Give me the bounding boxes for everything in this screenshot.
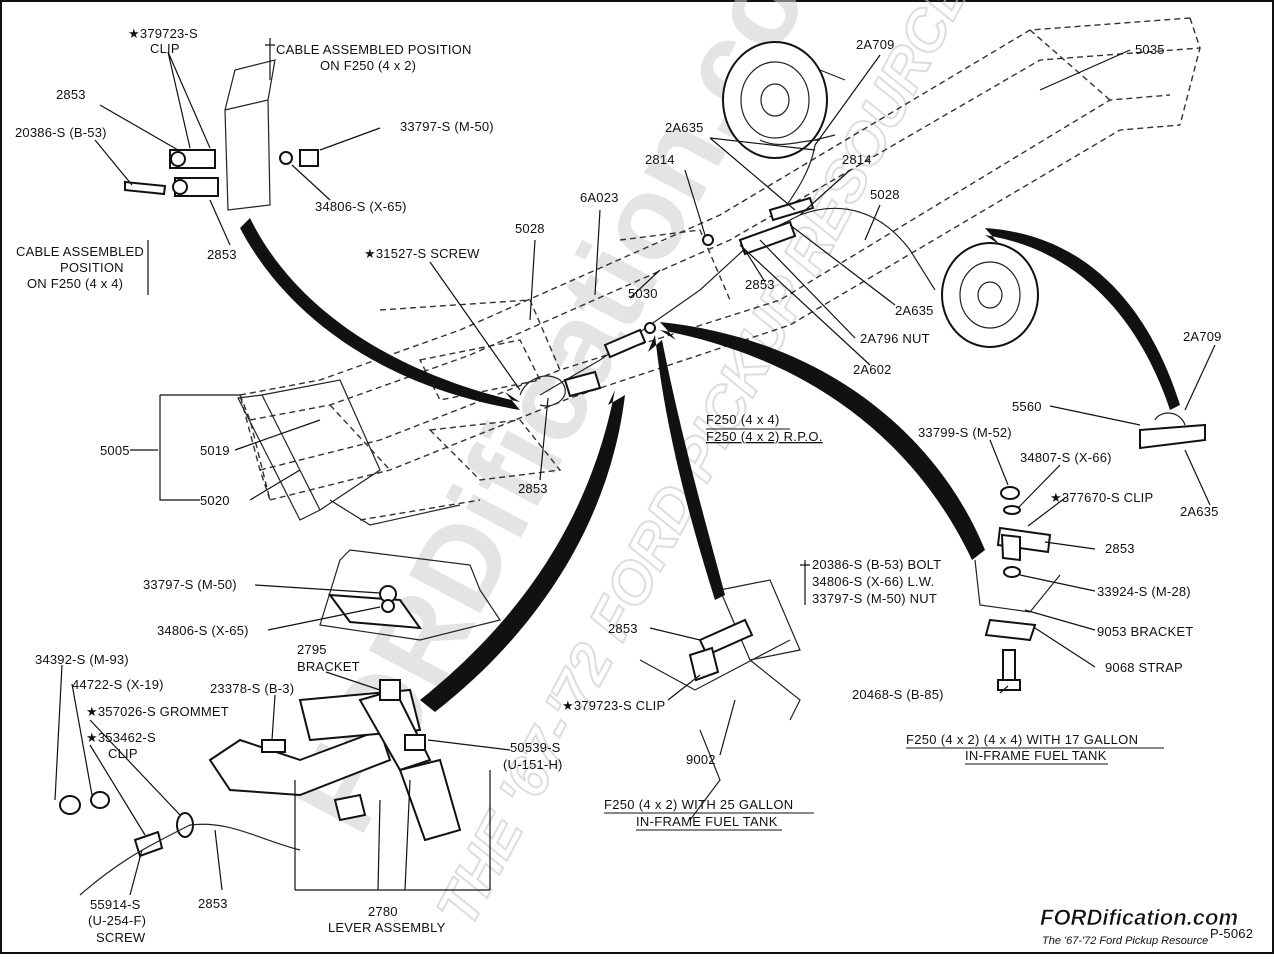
drawing-number: P-5062 — [1210, 926, 1253, 941]
label-2853-lower-mid: 2853 — [608, 621, 638, 636]
label-2a709-top: 2A709 — [856, 37, 895, 52]
label-5028-left: 5028 — [515, 221, 545, 236]
label-6a023: 6A023 — [580, 190, 619, 205]
label-34806-x65-top: 34806-S (X-65) — [315, 199, 407, 214]
label-2853-center: 2853 — [518, 481, 548, 496]
label-5030: 5030 — [628, 286, 658, 301]
label-clip-top: CLIP — [150, 41, 180, 56]
label-9068-strap: 9068 STRAP — [1105, 660, 1183, 675]
label-33924-m28: 33924-S (M-28) — [1097, 584, 1191, 599]
pointer-arrows — [240, 218, 1180, 712]
label-23378-b3: 23378-S (B-3) — [210, 681, 294, 696]
label-2780: 2780 — [368, 904, 398, 919]
label-u254f: (U-254-F) — [88, 913, 146, 928]
label-lever-assembly: LEVER ASSEMBLY — [328, 920, 446, 935]
cable-position-detail — [124, 59, 319, 211]
label-377670-clip: ★377670-S CLIP — [1050, 490, 1153, 505]
logo-tagline: The '67-'72 Ford Pickup Resource — [1042, 935, 1208, 947]
label-34807-x66: 34807-S (X-66) — [1020, 450, 1112, 465]
label-2853-mid: 2853 — [745, 277, 775, 292]
label-2814-left: 2814 — [645, 152, 675, 167]
label-bolt-line3: 33797-S (M-50) NUT — [812, 591, 937, 606]
label-2a635-top: 2A635 — [665, 120, 704, 135]
label-cable-position-4x4-line2: POSITION — [60, 260, 124, 275]
label-33799-m52: 33799-S (M-52) — [918, 425, 1012, 440]
strap-bracket-detail — [974, 412, 1206, 691]
label-cable-position-4x4-line3: ON F250 (4 x 4) — [27, 276, 123, 291]
label-5035: 5035 — [1135, 42, 1165, 57]
label-379723-clip-low: ★379723-S CLIP — [562, 698, 665, 713]
label-bolt-line1: 20386-S (B-53) BOLT — [812, 557, 941, 572]
label-2a602: 2A602 — [853, 362, 892, 377]
label-31527-screw: ★31527-S SCREW — [364, 246, 480, 261]
brake-cables — [519, 139, 936, 407]
callout-labels: ★379723-S CLIP CABLE ASSEMBLED POSITION … — [15, 26, 1222, 945]
rear-wheel-lower — [941, 242, 1039, 348]
label-clip-low: CLIP — [108, 746, 138, 761]
clip-detail-lower — [639, 579, 801, 821]
caption-17-gallon-line2: IN-FRAME FUEL TANK — [965, 748, 1107, 763]
label-2814-right: 2814 — [842, 152, 872, 167]
label-20386-b53: 20386-S (B-53) — [15, 125, 107, 140]
label-5560: 5560 — [1012, 399, 1042, 414]
label-9002: 9002 — [686, 752, 716, 767]
label-2795: 2795 — [297, 642, 327, 657]
label-bolt-line2: 34806-S (X-66) L.W. — [812, 574, 934, 589]
label-9053-bracket: 9053 BRACKET — [1097, 624, 1193, 639]
label-33797-m50-top: 33797-S (M-50) — [400, 119, 494, 134]
label-33797-m50-low: 33797-S (M-50) — [143, 577, 237, 592]
label-44722-x19: 44722-S (X-19) — [72, 677, 164, 692]
label-2853-bottom: 2853 — [198, 896, 228, 911]
caption-17-gallon-line1: F250 (4 x 2) (4 x 4) WITH 17 GALLON — [906, 732, 1138, 747]
label-5005: 5005 — [100, 443, 130, 458]
label-34392-m93: 34392-S (M-93) — [35, 652, 129, 667]
label-55914: 55914-S — [90, 897, 141, 912]
label-2853-top-left: 2853 — [56, 87, 86, 102]
label-2a635-right: 2A635 — [1180, 504, 1219, 519]
caption-f250-4x4: F250 (4 x 4) — [706, 412, 780, 427]
rear-wheel-upper — [722, 41, 846, 159]
caption-f250-4x2-rpo: F250 (4 x 2) R.P.O. — [706, 429, 823, 444]
logo-brand: FORDification.com — [1040, 905, 1238, 930]
label-34806-x65-low: 34806-S (X-65) — [157, 623, 249, 638]
label-353462: ★353462-S — [86, 730, 156, 745]
label-u151h: (U-151-H) — [503, 757, 563, 772]
label-20468-b85: 20468-S (B-85) — [852, 687, 944, 702]
label-357026-grommet: ★357026-S GROMMET — [86, 704, 229, 719]
leader-lines — [54, 38, 1216, 896]
label-2a796-nut: 2A796 NUT — [860, 331, 930, 346]
label-5019: 5019 — [200, 443, 230, 458]
label-cable-position-4x4-line1: CABLE ASSEMBLED — [16, 244, 144, 259]
label-5028-right: 5028 — [870, 187, 900, 202]
label-screw: SCREW — [96, 930, 146, 945]
fordification-logo: FORDification.com The '67-'72 Ford Picku… — [1040, 905, 1239, 947]
label-5020: 5020 — [200, 493, 230, 508]
label-cable-position-4x2-line1: CABLE ASSEMBLED POSITION — [276, 42, 472, 57]
label-2a709-right: 2A709 — [1183, 329, 1222, 344]
label-2a635-mid: 2A635 — [895, 303, 934, 318]
caption-25-gallon-line1: F250 (4 x 2) WITH 25 GALLON — [604, 797, 793, 812]
label-379723-top: ★379723-S — [128, 26, 198, 41]
label-bracket: BRACKET — [297, 659, 360, 674]
caption-25-gallon-line2: IN-FRAME FUEL TANK — [636, 814, 778, 829]
label-2853-right: 2853 — [1105, 541, 1135, 556]
label-2853-top-left-2: 2853 — [207, 247, 237, 262]
label-50539: 50539-S — [510, 740, 561, 755]
label-cable-position-4x2-line2: ON F250 (4 x 2) — [320, 58, 416, 73]
lever-assembly-detail — [59, 549, 501, 896]
